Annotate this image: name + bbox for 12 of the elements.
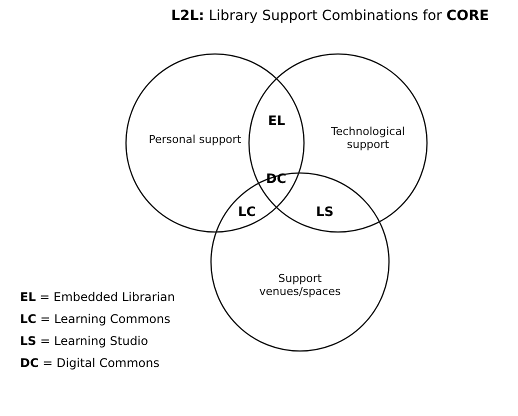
circle-label: Support venues/spaces [258,272,342,298]
abbreviation-note: EL = Embedded Librarian [20,290,175,304]
circle-label: Technological support [330,125,406,151]
circle-label: Personal support [148,133,242,146]
overlap-label: DC [266,172,286,187]
abbreviation-note: DC = Digital Commons [20,356,160,370]
abbreviation-note: LC = Learning Commons [20,312,170,326]
overlap-label: LS [316,205,334,220]
abbreviation-note: LS = Learning Studio [20,334,148,348]
overlap-label: LC [238,205,256,220]
overlap-label: EL [268,114,286,129]
diagram-title: L2L: Library Support Combinations for CORE [170,8,490,24]
